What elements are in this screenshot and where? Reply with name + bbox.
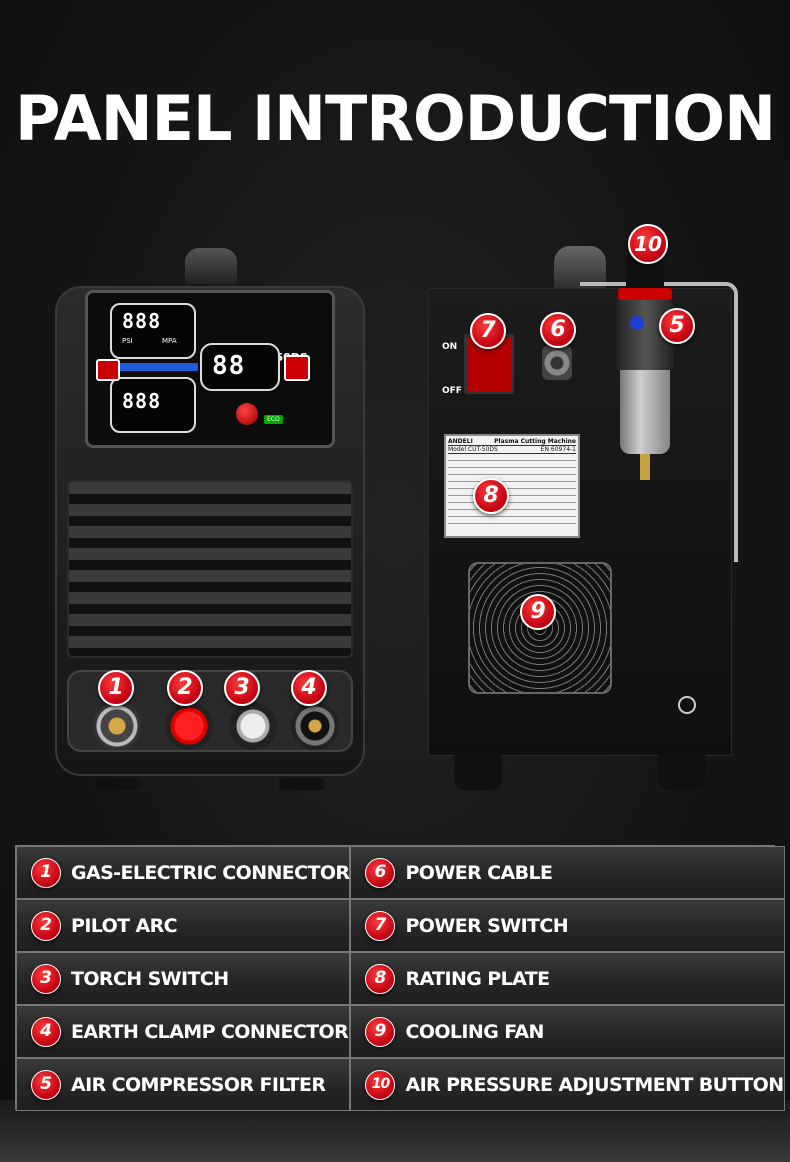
mode-icon	[284, 355, 310, 381]
front-vent-grille	[67, 480, 353, 658]
mpa-label: MPA	[162, 337, 177, 345]
connector-panel	[67, 670, 353, 752]
legend-badge: 6	[365, 857, 396, 888]
legend-table: 1 GAS-ELECTRIC CONNECTOR 6 POWER CABLE 2 PI…	[15, 845, 785, 1111]
legend-badge: 5	[31, 1069, 61, 1100]
top-handle	[185, 248, 237, 284]
plate-product: Plasma Cutting Machine	[494, 438, 576, 445]
legend-item-7: 7 POWER SWITCH	[350, 899, 785, 952]
eco-label: ECO	[264, 415, 283, 424]
back-machine-image: ON OFF ANDELI Plasma Cutting Machine Mod…	[428, 240, 740, 790]
callout-2: 2	[167, 670, 203, 706]
legend-label: AIR COMPRESSOR FILTER	[71, 1073, 326, 1096]
callout-8: 8	[473, 478, 509, 514]
secondary-display: 888	[110, 377, 196, 433]
front-foot-left	[95, 778, 141, 790]
unit-icon	[96, 359, 120, 381]
earth-clamp-connector	[291, 702, 339, 750]
legend-item-5: 5 AIR COMPRESSOR FILTER	[16, 1058, 351, 1111]
legend-label: POWER SWITCH	[405, 914, 569, 937]
callout-1: 1	[98, 670, 134, 706]
legend-label: RATING PLATE	[405, 967, 550, 990]
front-foot-right	[279, 778, 325, 790]
legend-item-6: 6 POWER CABLE	[350, 846, 785, 899]
current-readout: 88	[212, 351, 246, 381]
pressure-readout: 888	[122, 309, 162, 333]
torch-switch-connector	[229, 702, 277, 750]
air-inlet	[630, 316, 644, 330]
plate-standard: EN 60974-1	[540, 446, 576, 453]
legend-badge: 9	[365, 1016, 396, 1047]
legend-badge: 7	[365, 910, 396, 941]
legend-badge: 8	[365, 963, 396, 994]
legend-label: EARTH CLAMP CONNECTOR	[71, 1020, 349, 1043]
legend-item-4: 4 EARTH CLAMP CONNECTOR	[16, 1005, 351, 1058]
legend-label: COOLING FAN	[405, 1020, 544, 1043]
pilot-arc-connector	[165, 702, 213, 750]
plate-model: Model CUT-50DS	[448, 446, 498, 453]
drain-fitting	[640, 454, 650, 480]
current-display: 88	[200, 343, 280, 391]
red-collar	[618, 288, 672, 300]
legend-item-9: 9 COOLING FAN	[350, 1005, 785, 1058]
legend-label: PILOT ARC	[71, 914, 178, 937]
plate-brand: ANDELI	[448, 438, 473, 445]
power-cable-gland	[542, 346, 572, 380]
legend-label: TORCH SWITCH	[71, 967, 229, 990]
page-title: PANEL INTRODUCTION	[14, 82, 776, 155]
psi-label: PSI	[122, 337, 133, 345]
legend-badge: 4	[31, 1016, 61, 1047]
blue-bar	[112, 363, 198, 371]
control-panel: CUT-50DS 888 PSI MPA 888 88 ECO	[85, 290, 335, 448]
filter-bowl	[620, 370, 670, 454]
ground-icon	[678, 696, 696, 714]
legend-label: AIR PRESSURE ADJUSTMENT BUTTON	[405, 1073, 784, 1096]
legend-item-10: 10 AIR PRESSURE ADJUSTMENT BUTTON	[350, 1058, 785, 1111]
callout-7: 7	[470, 313, 506, 349]
off-label: OFF	[442, 386, 462, 396]
legend-label: POWER CABLE	[405, 861, 553, 884]
legend-item-3: 3 TORCH SWITCH	[16, 952, 351, 1005]
legend-item-2: 2 PILOT ARC	[16, 899, 351, 952]
callout-3: 3	[224, 670, 260, 706]
adjust-knob[interactable]	[236, 403, 258, 425]
plate-specs	[448, 454, 576, 524]
on-label: ON	[442, 342, 458, 352]
secondary-readout: 888	[122, 389, 162, 413]
front-machine-image: CUT-50DS 888 PSI MPA 888 88 ECO	[55, 248, 365, 790]
callout-5: 5	[659, 308, 695, 344]
legend-badge: 10	[365, 1069, 396, 1100]
gas-electric-connector	[93, 702, 141, 750]
legend-badge: 2	[31, 910, 61, 941]
callout-9: 9	[520, 594, 556, 630]
callout-10: 10	[628, 224, 668, 264]
pressure-display: 888 PSI MPA	[110, 303, 196, 359]
legend-label: GAS-ELECTRIC CONNECTOR	[71, 861, 350, 884]
legend-badge: 3	[31, 963, 61, 994]
legend-item-1: 1 GAS-ELECTRIC CONNECTOR	[16, 846, 351, 899]
rear-foot-right	[658, 754, 706, 790]
callout-4: 4	[291, 670, 327, 706]
callout-6: 6	[540, 312, 576, 348]
rear-foot-left	[454, 754, 502, 790]
legend-item-8: 8 RATING PLATE	[350, 952, 785, 1005]
rating-plate: ANDELI Plasma Cutting Machine Model CUT-…	[444, 434, 580, 538]
legend-badge: 1	[31, 857, 61, 888]
